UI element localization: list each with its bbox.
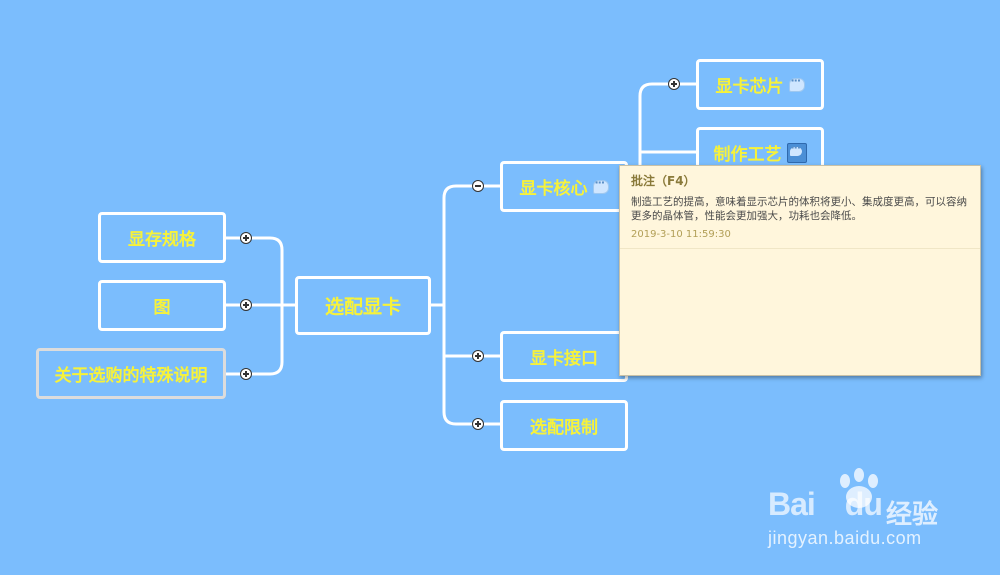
watermark-url: jingyan.baidu.com [768, 528, 922, 548]
note-icon[interactable] [788, 74, 805, 92]
topic-gpu-interface[interactable]: 显卡接口 [500, 331, 628, 382]
topic-gpu-core[interactable]: 显卡核心 [500, 161, 628, 212]
expand-plus-icon[interactable] [472, 418, 484, 430]
note-icon[interactable] [592, 176, 609, 194]
expand-plus-icon[interactable] [240, 232, 252, 244]
topic-label: 图 [153, 298, 171, 318]
comment-divider [620, 248, 980, 249]
note-icon[interactable] [786, 141, 807, 163]
topic-image[interactable]: 图 [98, 280, 226, 331]
central-topic-label: 选配显卡 [324, 296, 401, 318]
comment-body[interactable]: 制造工艺的提高，意味着显示芯片的体积将更小、集成度更高，可以容纳更多的晶体管，性… [631, 196, 967, 222]
central-topic[interactable]: 选配显卡 [295, 276, 431, 335]
comment-title: 批注（F4） [631, 174, 696, 188]
topic-label: 关于选购的特殊说明 [54, 366, 208, 386]
topic-label: 显存规格 [128, 230, 196, 250]
expand-plus-icon[interactable] [240, 299, 252, 311]
topic-label: 显卡接口 [530, 349, 598, 369]
topic-label: 选配限制 [530, 418, 598, 438]
topic-label: 制作工艺 [713, 145, 782, 165]
topic-memory-spec[interactable]: 显存规格 [98, 212, 226, 263]
comment-popup[interactable]: 批注（F4） 制造工艺的提高，意味着显示芯片的体积将更小、集成度更高，可以容纳更… [619, 165, 981, 376]
topic-label: 显卡芯片 [715, 77, 784, 97]
expand-plus-icon[interactable] [668, 78, 680, 90]
topic-special-notes[interactable]: 关于选购的特殊说明 [36, 348, 226, 399]
topic-gpu-chip[interactable]: 显卡芯片 [696, 59, 824, 110]
expand-plus-icon[interactable] [472, 350, 484, 362]
expand-plus-icon[interactable] [240, 368, 252, 380]
topic-label: 显卡核心 [519, 179, 588, 199]
jingyan-logo: 经验 [886, 500, 939, 530]
collapse-minus-icon[interactable] [472, 180, 484, 192]
comment-timestamp: 2019-3-10 11:59:30 [631, 229, 731, 240]
topic-config-limits[interactable]: 选配限制 [500, 400, 628, 451]
